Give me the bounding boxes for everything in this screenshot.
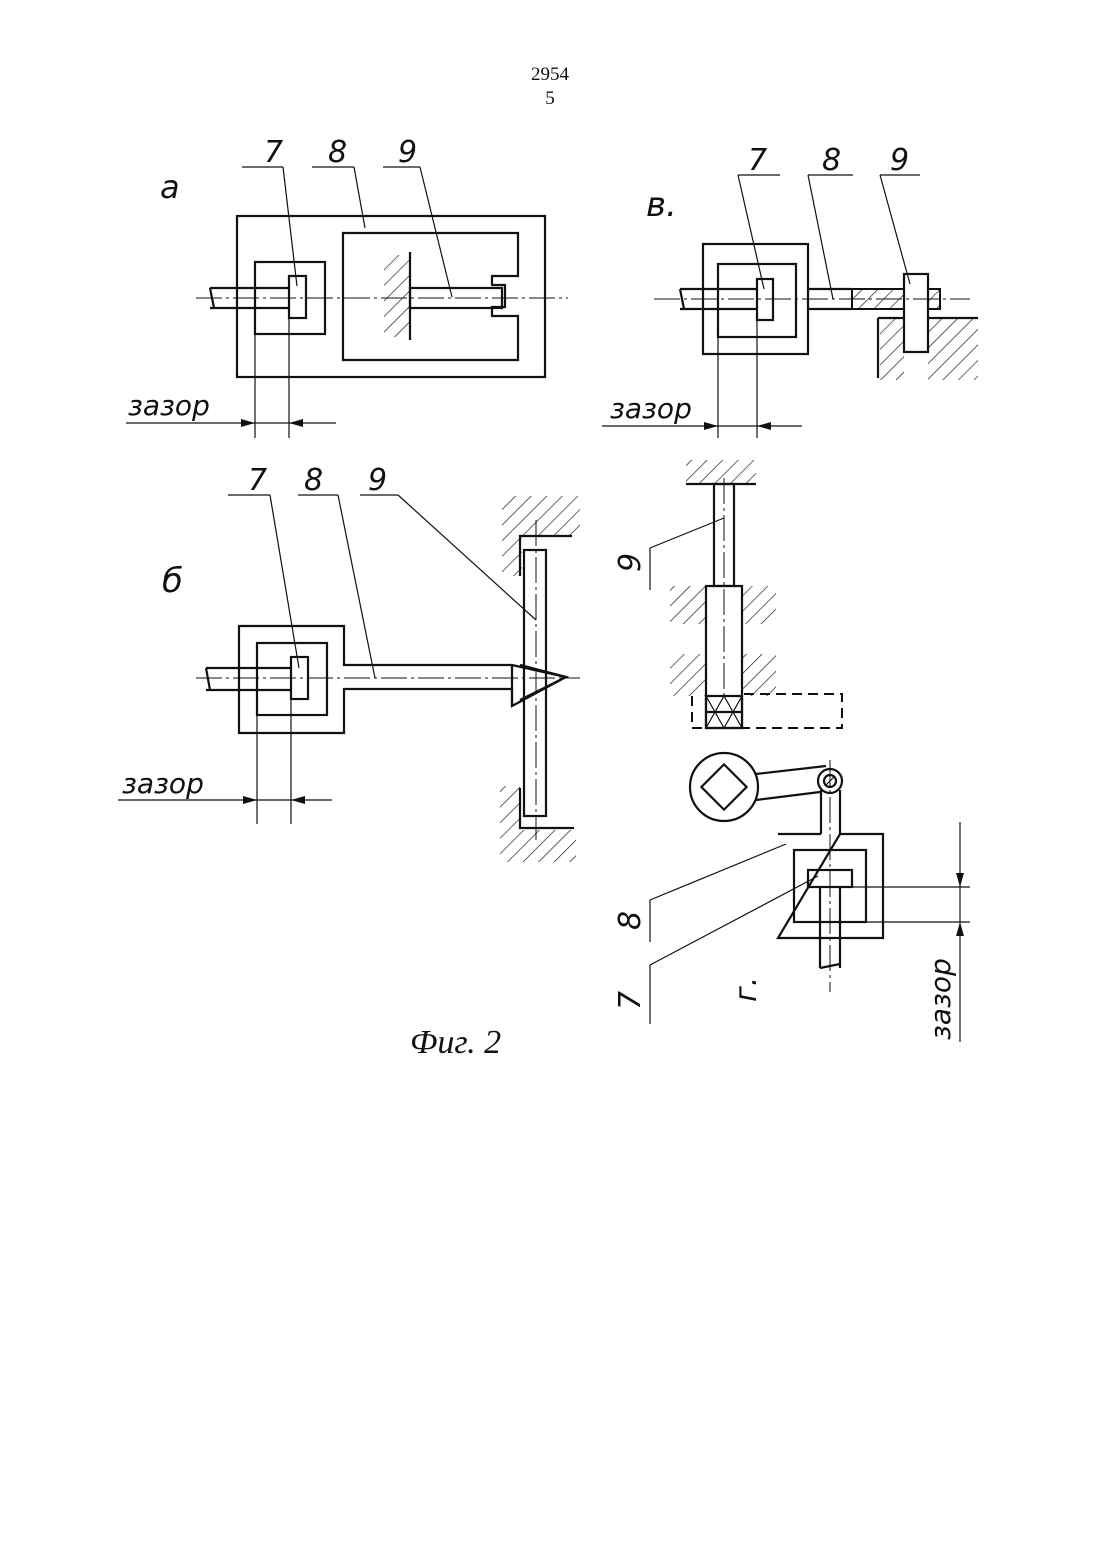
- view-v-label-9: 9: [890, 143, 909, 178]
- view-g-hatch-l1: [670, 586, 706, 624]
- view-g-cam-arm: [756, 766, 826, 800]
- view-g-hatch-top: [686, 460, 756, 484]
- view-a-letter: а: [160, 168, 180, 206]
- view-b-hatch-top: [502, 496, 580, 536]
- view-b-label-8: 8: [304, 463, 323, 498]
- view-g-letter: г.: [729, 977, 764, 1002]
- view-g-hatch-r1: [742, 586, 776, 624]
- view-v-gap-label: зазор: [610, 392, 692, 425]
- view-g-leader-8: [650, 844, 786, 900]
- view-a-part-8-body: [343, 233, 518, 360]
- view-b-hatch-bottom-base: [520, 830, 576, 862]
- view-v-ground-right: [928, 318, 978, 380]
- view-a-leader-7: [283, 167, 297, 286]
- view-g-hatch-l2: [670, 654, 706, 696]
- view-b-hatch-bottom: [500, 786, 520, 862]
- view-g-gap-label: зазор: [924, 958, 957, 1040]
- view-b: б 7 8 9: [118, 463, 580, 862]
- view-v-letter: в.: [646, 185, 677, 225]
- view-b-label-7: 7: [248, 463, 267, 498]
- view-g-cam-square: [701, 764, 746, 809]
- cross-box-icon: [706, 696, 742, 728]
- view-g-hatch-r2: [742, 654, 776, 696]
- view-v-leader-8: [808, 175, 833, 299]
- view-g-label-7: 7: [613, 991, 648, 1010]
- view-b-part-9-bar: [524, 550, 546, 816]
- view-b-cone-tip: [520, 665, 566, 700]
- view-a-label-8: 8: [328, 135, 347, 170]
- view-a: а 7 8 9 зазор: [126, 135, 568, 438]
- view-a-label-9: 9: [398, 135, 417, 170]
- view-v: в. 7 8 9 зазор: [602, 143, 978, 438]
- figure-caption: Фиг. 2: [410, 1024, 501, 1061]
- view-a-hatch: [384, 255, 410, 337]
- view-a-part-7: [289, 276, 306, 318]
- view-b-rod: [206, 668, 291, 690]
- view-b-label-9: 9: [368, 463, 387, 498]
- view-v-label-8: 8: [822, 143, 841, 178]
- view-g: 9 8 7 г. зазор: [613, 460, 970, 1042]
- view-a-label-7: 7: [264, 135, 283, 170]
- view-b-gap-label: зазор: [122, 767, 204, 800]
- view-a-leader-8: [354, 167, 365, 228]
- view-v-leader-7: [738, 175, 764, 289]
- view-v-ground-left: [880, 318, 904, 380]
- view-v-part-9: [904, 274, 928, 352]
- view-v-label-7: 7: [748, 143, 767, 178]
- view-b-letter: б: [162, 561, 183, 601]
- view-a-gap-label: зазор: [128, 389, 210, 422]
- view-g-label-9: 9: [613, 553, 648, 572]
- view-g-label-8: 8: [613, 911, 648, 930]
- view-v-leader-9: [880, 175, 910, 284]
